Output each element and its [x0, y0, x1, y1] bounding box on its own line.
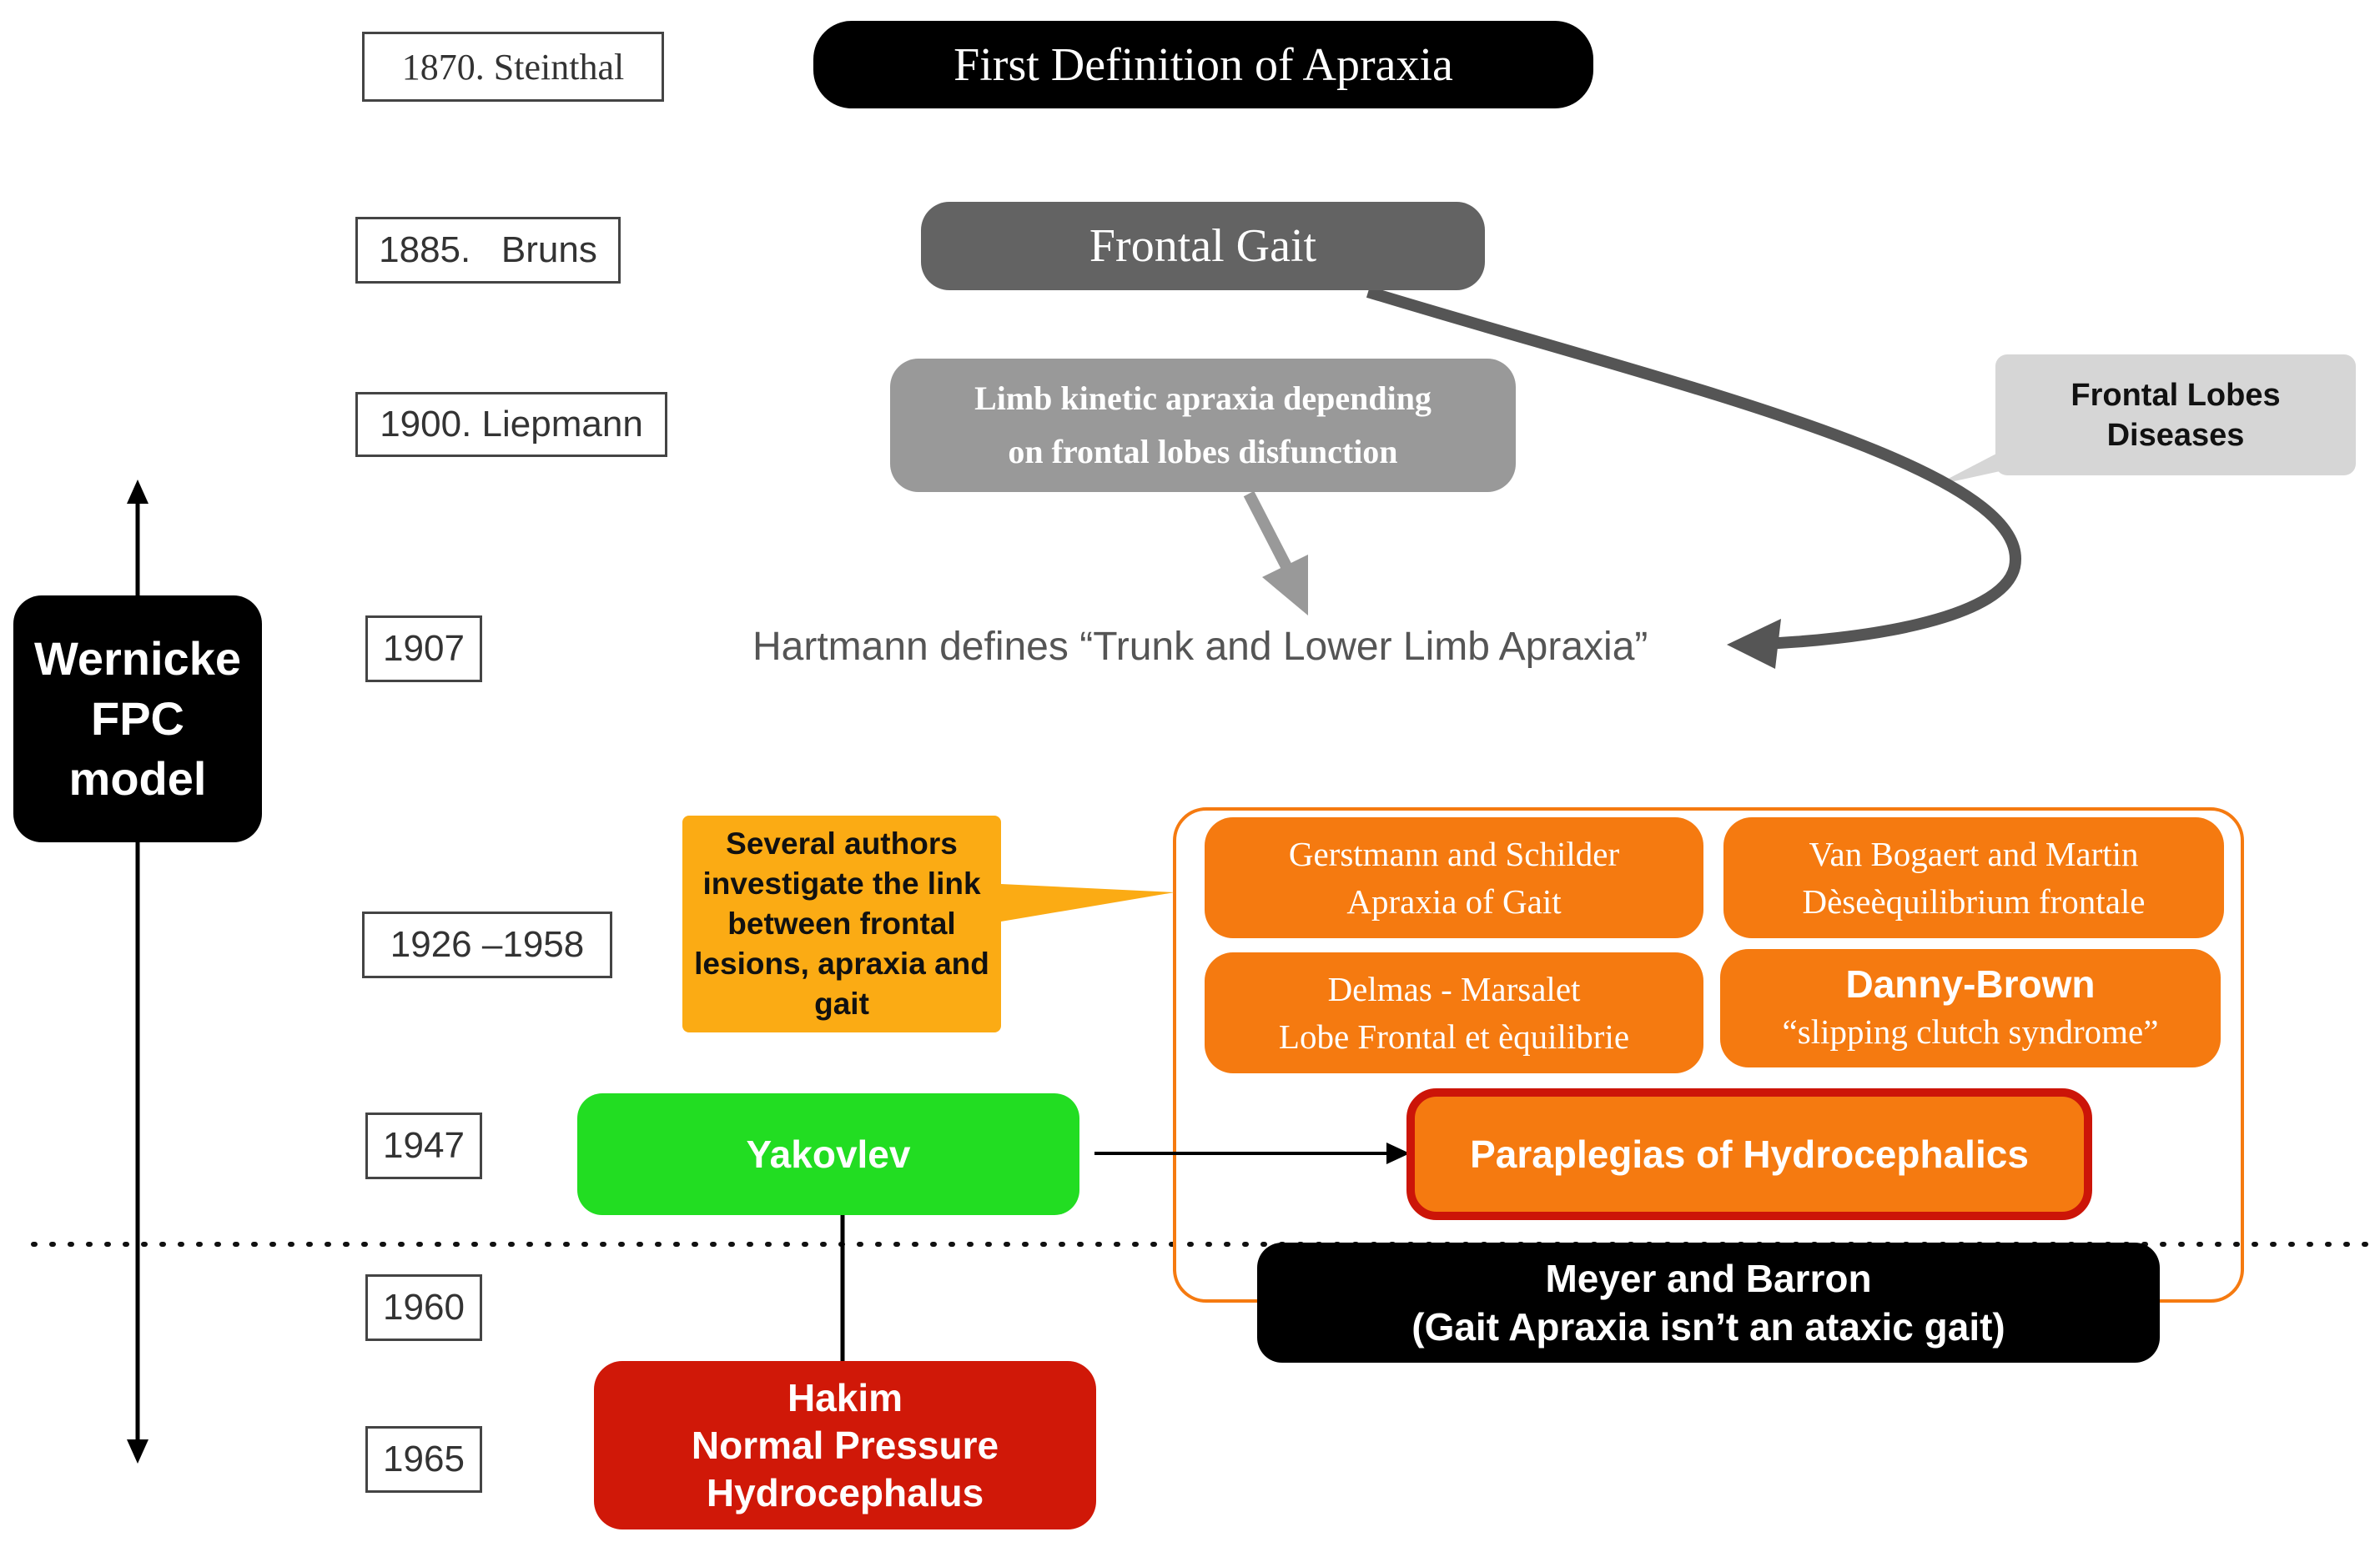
paraplegias-label: Paraplegias of Hydrocephalics: [1470, 1133, 2029, 1176]
delmas-marsalet-node: Delmas - Marsalet Lobe Frontal et èquili…: [1205, 952, 1703, 1073]
several-authors-line-4: lesions, apraxia and: [694, 947, 989, 981]
year-1947: 1947: [365, 1113, 482, 1179]
limb-kinetic-line-2: on frontal lobes disfunction: [1008, 433, 1398, 470]
hakim-line-3: Hydrocephalus: [706, 1470, 984, 1514]
year-1885: 1885. Bruns: [355, 217, 621, 284]
danny-brown-node: Danny-Brown “slipping clutch syndrome”: [1720, 949, 2221, 1067]
yakovlev-label: Yakovlev: [746, 1133, 911, 1176]
several-authors-note: Several authors investigate the link bet…: [682, 816, 1001, 1032]
gerstmann-line-1: Gerstmann and Schilder: [1288, 834, 1620, 873]
first-definition-node: First Definition of Apraxia: [813, 21, 1593, 108]
first-definition-label: First Definition of Apraxia: [954, 38, 1453, 91]
frontal-gait-arrowhead-icon: [1727, 619, 1781, 669]
year-1926-1958: 1926 –1958: [362, 912, 612, 978]
delmas-line-2: Lobe Frontal et èquilibrie: [1278, 1017, 1630, 1056]
yakovlev-node: Yakovlev: [577, 1093, 1079, 1215]
limb-kinetic-line-1: Limb kinetic apraxia depending: [974, 379, 1432, 417]
frontal-lobes-line-2: Diseases: [2106, 417, 2245, 453]
frontal-gait-label: Frontal Gait: [1089, 220, 1317, 272]
year-1965: 1965: [365, 1426, 482, 1493]
timeline-arrow-down-icon: [127, 1439, 148, 1464]
timeline-arrow-up-icon: [127, 480, 148, 504]
meyer-barron-node: Meyer and Barron (Gait Apraxia isn’t an …: [1257, 1243, 2160, 1363]
gerstmann-line-2: Apraxia of Gait: [1346, 881, 1562, 921]
year-1960: 1960: [365, 1274, 482, 1341]
danny-brown-line-2: “slipping clutch syndrome”: [1782, 1012, 2159, 1051]
van-bogaert-line-2: Dèseèquilibrium frontale: [1802, 881, 2146, 921]
wernicke-line-3: model: [68, 752, 207, 805]
gerstmann-schilder-node: Gerstmann and Schilder Apraxia of Gait: [1205, 817, 1703, 938]
frontal-lobes-line-1: Frontal Lobes: [2071, 377, 2281, 413]
amber-callout-tail: [1001, 884, 1175, 922]
meyer-line-1: Meyer and Barron: [1545, 1257, 1872, 1300]
several-authors-line-1: Several authors: [726, 826, 958, 861]
wernicke-line-2: FPC: [91, 692, 184, 745]
year-1870: 1870. Steinthal: [362, 32, 664, 102]
hakim-line-2: Normal Pressure: [691, 1423, 999, 1467]
year-1907: 1907: [365, 615, 482, 682]
several-authors-line-2: investigate the link: [702, 866, 981, 901]
frontal-lobes-diseases-callout: Frontal Lobes Diseases: [1995, 354, 2356, 475]
hakim-line-1: Hakim: [787, 1375, 903, 1419]
limb-arrowhead-icon: [1262, 555, 1308, 615]
yakovlev-arrowhead-icon: [1386, 1143, 1410, 1164]
limb-kinetic-node: Limb kinetic apraxia depending on fronta…: [890, 359, 1516, 492]
delmas-line-1: Delmas - Marsalet: [1327, 969, 1581, 1008]
hakim-nph-node: Hakim Normal Pressure Hydrocephalus: [594, 1361, 1096, 1529]
several-authors-line-3: between frontal: [727, 907, 956, 941]
meyer-line-2: (Gait Apraxia isn’t an ataxic gait): [1411, 1305, 2005, 1349]
frontal-gait-node: Frontal Gait: [921, 202, 1485, 290]
danny-brown-line-1: Danny-Brown: [1845, 962, 2096, 1006]
limb-to-hartmann-line: [1243, 490, 1295, 575]
paraplegias-node: Paraplegias of Hydrocephalics: [1406, 1088, 2092, 1220]
wernicke-line-1: Wernicke: [34, 632, 241, 685]
hartmann-text: Hartmann defines “Trunk and Lower Limb A…: [752, 625, 1648, 669]
several-authors-line-5: gait: [814, 987, 869, 1021]
van-bogaert-martin-node: Van Bogaert and Martin Dèseèquilibrium f…: [1723, 817, 2224, 938]
van-bogaert-line-1: Van Bogaert and Martin: [1809, 834, 2139, 873]
frontal-gait-to-hartmann-curve: [1366, 286, 2021, 650]
year-1900: 1900. Liepmann: [355, 392, 667, 457]
wernicke-fpc-model-node: Wernicke FPC model: [13, 595, 262, 842]
